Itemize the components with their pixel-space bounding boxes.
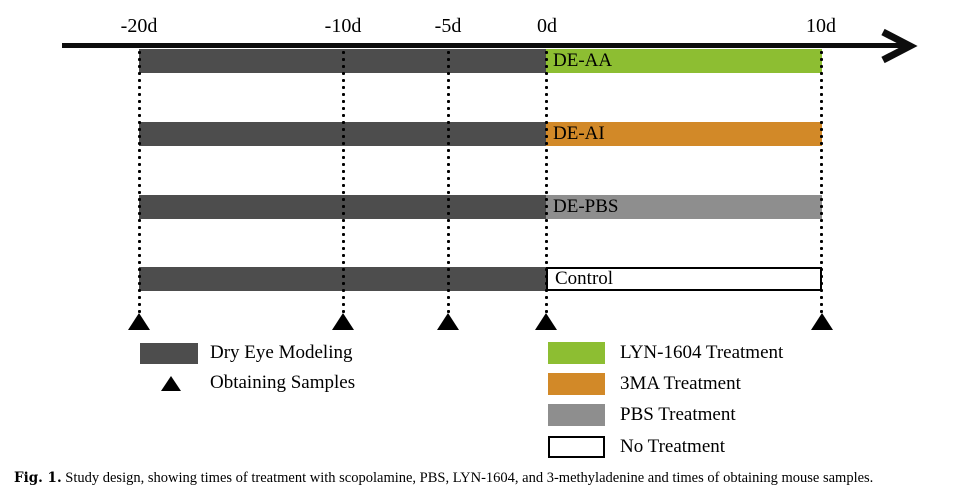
legend-swatch-3ma xyxy=(548,373,605,395)
row-label-de-pbs: DE-PBS xyxy=(553,196,619,217)
row-label-de-ai: DE-AI xyxy=(553,123,605,144)
sample-triangle-10d xyxy=(811,313,833,330)
de-pbs-treatment-bar: DE-PBS xyxy=(546,195,822,219)
legend-label-lyn1604: LYN-1604 Treatment xyxy=(620,342,784,363)
dotted-line-0d xyxy=(545,49,548,313)
legend-swatch-lyn1604 xyxy=(548,342,605,364)
sample-triangle-minus10d xyxy=(332,313,354,330)
figure-caption: Fig. 1. Study design, showing times of t… xyxy=(14,469,960,488)
de-aa-treatment-bar: DE-AA xyxy=(546,49,822,73)
timeline-axis xyxy=(62,43,905,48)
timeline-arrowhead-icon xyxy=(881,28,918,64)
de-ai-treatment-bar: DE-AI xyxy=(546,122,822,146)
tick-label-10d: 10d xyxy=(806,15,836,37)
legend-swatch-dry-eye-modeling xyxy=(140,343,198,364)
legend-swatch-no-treatment xyxy=(548,436,605,458)
tick-label-minus5d: -5d xyxy=(434,15,462,37)
legend-label-dry-eye-modeling: Dry Eye Modeling xyxy=(210,342,353,363)
legend-label-no-treatment: No Treatment xyxy=(620,436,726,457)
tick-label-0d: 0d xyxy=(537,15,557,37)
figure-caption-number: Fig. 1. xyxy=(14,470,62,486)
tick-label-minus10d: -10d xyxy=(324,15,362,37)
control-treatment-bar: Control xyxy=(546,267,822,291)
legend-label-3ma: 3MA Treatment xyxy=(620,373,741,394)
dotted-line-10d xyxy=(820,49,823,313)
sample-triangle-minus20d xyxy=(128,313,150,330)
legend-triangle-icon xyxy=(161,376,181,391)
row-label-de-aa: DE-AA xyxy=(553,50,613,71)
dotted-line-minus5d xyxy=(447,49,450,313)
legend-swatch-pbs xyxy=(548,404,605,426)
sample-triangle-minus5d xyxy=(437,313,459,330)
legend-label-obtaining-samples: Obtaining Samples xyxy=(210,372,356,393)
dotted-line-minus10d xyxy=(342,49,345,313)
row-label-control: Control xyxy=(555,268,614,289)
figure-caption-text: Study design, showing times of treatment… xyxy=(65,470,874,486)
sample-triangle-0d xyxy=(535,313,557,330)
legend-label-pbs: PBS Treatment xyxy=(620,404,736,425)
dotted-line-minus20d xyxy=(138,49,141,313)
tick-label-minus20d: -20d xyxy=(120,15,158,37)
